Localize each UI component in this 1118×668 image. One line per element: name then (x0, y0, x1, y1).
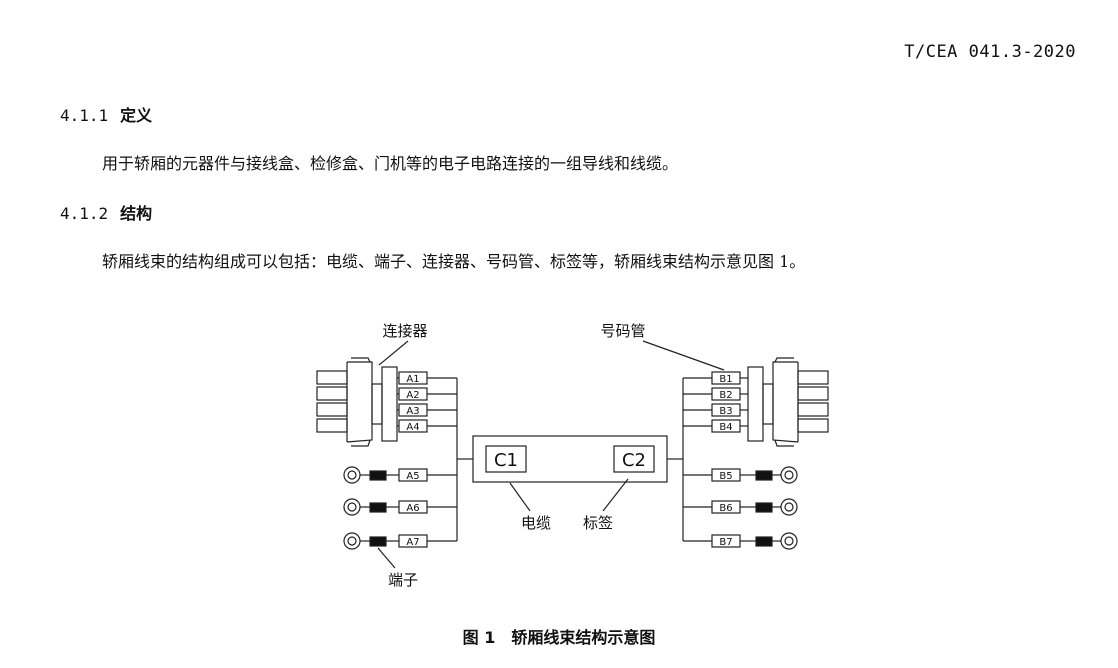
right-number-tube-label: B5 (719, 471, 732, 482)
section-body-definition: 用于轿厢的元器件与接线盒、检修盒、门机等的电子电路连接的一组导线和线缆。 (102, 154, 679, 173)
callout-connector: 连接器 (382, 322, 427, 340)
left-number-tube-label: A3 (406, 406, 419, 417)
right-number-tube (711, 500, 741, 514)
cable-tag-c1-text: C1 (494, 450, 518, 471)
standard-number: T/CEA 041.3-2020 (904, 42, 1076, 62)
cable-body (472, 435, 668, 483)
right-number-tube-label: B2 (719, 390, 732, 401)
callout-terminal: 端子 (388, 571, 418, 589)
right-number-tube (711, 387, 741, 401)
left-wires (360, 377, 473, 542)
section-number: 4.1.1 (60, 106, 109, 125)
right-number-tube-label: B1 (719, 374, 732, 385)
left-number-tube-label: A7 (406, 537, 419, 548)
cable-tag-c2-text: C2 (622, 450, 646, 471)
left-number-tube-label: A1 (406, 374, 419, 385)
right-number-tube (711, 534, 741, 548)
right-number-tube (711, 403, 741, 417)
left-number-tube (398, 403, 428, 417)
left-number-tube (398, 468, 428, 482)
callout-cable: 电缆 (521, 514, 551, 532)
section-title: 定义 (120, 106, 153, 125)
section-heading-definition: 4.1.1 定义 (60, 102, 152, 126)
right-number-tube (711, 371, 741, 385)
right-number-tube-label: B4 (719, 422, 732, 433)
right-number-tube (711, 419, 741, 433)
figure-caption-number: 图 1 (462, 628, 496, 647)
section-heading-structure: 4.1.2 结构 (60, 200, 152, 224)
section-body-structure: 轿厢线束的结构组成可以包括：电缆、端子、连接器、号码管、标签等，轿厢线束结构示意… (102, 252, 806, 271)
section-title: 结构 (120, 204, 153, 223)
right-number-tube-label: B6 (719, 503, 732, 514)
right-number-tube (711, 468, 741, 482)
left-number-tube (398, 534, 428, 548)
section-number: 4.1.2 (60, 204, 109, 223)
right-number-tube-label: B3 (719, 406, 732, 417)
figure-caption: 图 1 轿厢线束结构示意图 (0, 624, 1118, 648)
left-number-tube (398, 419, 428, 433)
right-number-tube-label: B7 (719, 537, 732, 548)
right-ring-terminals (755, 466, 798, 550)
left-number-tube (398, 500, 428, 514)
left-number-tube (398, 387, 428, 401)
left-number-tube-label: A6 (406, 503, 419, 514)
left-number-tube-label: A4 (406, 422, 419, 433)
right-wires (667, 377, 781, 542)
cable-tag-c2 (613, 445, 655, 473)
callout-label: 标签 (583, 514, 613, 532)
left-connector (316, 357, 398, 447)
left-number-tube-label: A5 (406, 471, 419, 482)
right-connector (747, 357, 829, 447)
left-number-tube-label: A2 (406, 390, 419, 401)
left-number-tube (398, 371, 428, 385)
figure-caption-title: 轿厢线束结构示意图 (511, 628, 656, 647)
left-ring-terminals (343, 466, 387, 550)
cable-tag-c1 (485, 445, 527, 473)
callout-number-tube: 号码管 (600, 322, 645, 340)
